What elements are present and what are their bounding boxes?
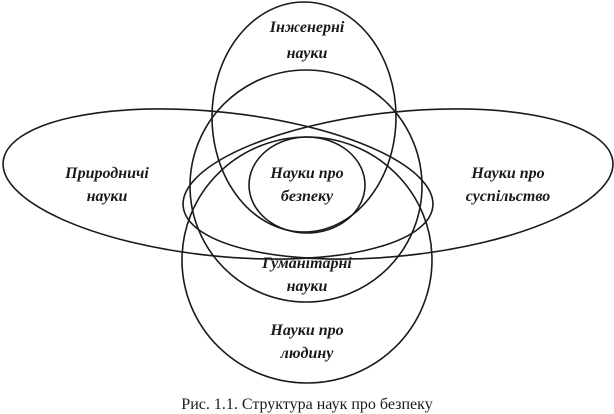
humanities-label-line2: науки: [287, 278, 328, 295]
society-label-line1: Науки про: [470, 165, 544, 182]
safety-label-line2: безпеку: [281, 188, 334, 205]
engineering-label-line2: науки: [287, 45, 328, 62]
safety-sciences-ellipse: [248, 136, 366, 234]
society-label-line2: суспільство: [466, 188, 551, 205]
engineering-label-line1: Інженерні: [269, 19, 345, 36]
humanities-label-line1: Гуманітарні: [261, 255, 352, 272]
human-label-line1: Науки про: [269, 322, 343, 339]
human-label-line2: людину: [280, 345, 335, 362]
natural-sciences-ellipse: [2, 108, 434, 260]
natural-label-line2: науки: [87, 188, 128, 205]
natural-label-line1: Природничі: [64, 165, 149, 182]
society-sciences-ellipse: [182, 108, 614, 260]
figure-caption: Рис. 1.1. Структура наук про безпеку: [181, 396, 432, 413]
safety-label-line1: Науки про: [269, 165, 343, 182]
